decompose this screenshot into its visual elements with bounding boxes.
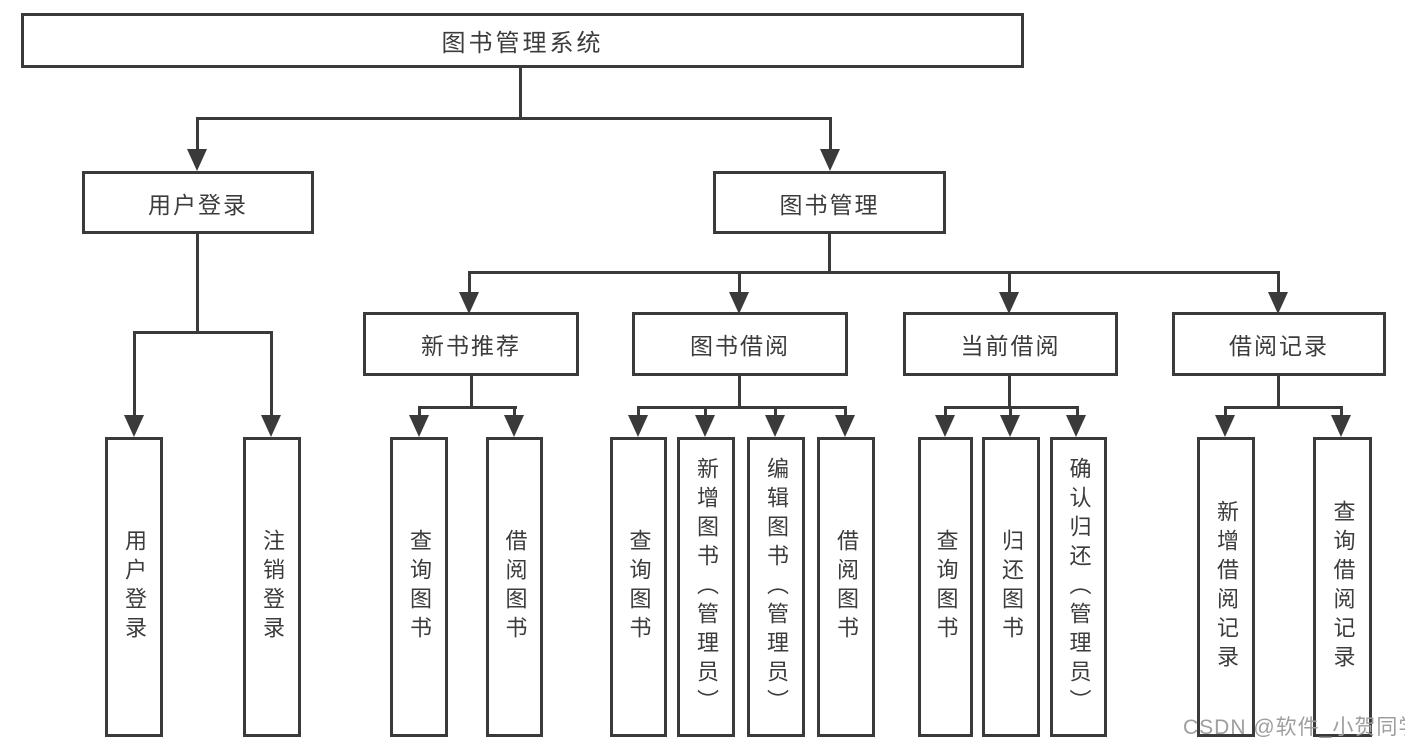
arrow-down-icon	[1215, 415, 1235, 437]
connector-to-logout-leaf	[270, 331, 273, 415]
connector-stub	[1340, 406, 1343, 418]
arrow-down-icon	[628, 415, 648, 437]
leaf-label: 新增借阅记录	[1214, 500, 1239, 674]
node-book-management: 图书管理	[713, 171, 946, 234]
leaf-query-books-recommend: 查询图书	[390, 437, 448, 737]
arrow-down-icon	[459, 292, 479, 314]
arrow-down-icon	[504, 415, 524, 437]
connector-stub	[1009, 406, 1012, 418]
leaf-query-current-books: 查询图书	[918, 437, 973, 737]
leaf-borrow-books: 借阅图书	[817, 437, 875, 737]
arrow-down-icon	[729, 292, 749, 314]
node-user-login: 用户登录	[82, 171, 314, 234]
leaf-borrow-books-recommend: 借阅图书	[486, 437, 543, 737]
connector-book-management-split	[468, 271, 1280, 274]
leaf-label: 查询借阅记录	[1330, 500, 1356, 674]
connector-to-new-book	[468, 271, 471, 294]
connector-to-login-leaf	[133, 331, 136, 415]
leaf-logout: 注销登录	[243, 437, 301, 737]
arrow-down-icon	[935, 415, 955, 437]
connector-to-borrow-records	[1277, 271, 1280, 294]
arrow-down-icon	[409, 415, 429, 437]
arrow-down-icon	[1331, 415, 1351, 437]
connector-new-book-stem	[470, 376, 473, 409]
connector-stub	[844, 406, 847, 418]
arrow-down-icon	[999, 292, 1019, 314]
arrow-down-icon	[261, 415, 281, 437]
connector-root-to-book-management	[829, 117, 832, 152]
connector-book-borrow-split	[637, 406, 847, 409]
leaf-label: 新增图书（管理员）	[694, 456, 719, 718]
connector-root-to-user-login	[196, 117, 199, 152]
connector-to-current-borrow	[1008, 271, 1011, 294]
arrow-down-icon	[124, 415, 144, 437]
connector-stub	[513, 406, 516, 418]
leaf-label: 用户登录	[122, 529, 147, 645]
connector-stub	[704, 406, 707, 418]
node-new-book-recommend: 新书推荐	[363, 312, 579, 376]
connector-stub	[944, 406, 947, 418]
leaf-label: 查询图书	[407, 529, 432, 645]
node-current-borrow: 当前借阅	[903, 312, 1118, 376]
arrow-down-icon	[765, 415, 785, 437]
connector-borrow-records-stem	[1277, 376, 1280, 409]
node-book-borrow: 图书借阅	[632, 312, 848, 376]
arrow-down-icon	[1268, 292, 1288, 314]
arrow-down-icon	[1000, 415, 1020, 437]
connector-root-split	[196, 117, 832, 120]
connector-root-stem	[519, 68, 522, 119]
leaf-return-books: 归还图书	[982, 437, 1040, 737]
leaf-label: 借阅图书	[834, 529, 859, 645]
connector-stub	[1224, 406, 1227, 418]
arrow-down-icon	[835, 415, 855, 437]
leaf-label: 归还图书	[999, 529, 1024, 645]
arrow-down-icon	[187, 149, 207, 171]
connector-user-login-stem	[196, 234, 199, 333]
connector-stub	[1076, 406, 1079, 418]
leaf-query-borrow-record: 查询借阅记录	[1313, 437, 1372, 737]
leaf-label: 注销登录	[260, 529, 285, 645]
connector-current-borrow-stem	[1008, 376, 1011, 409]
connector-stub	[774, 406, 777, 418]
node-borrow-records: 借阅记录	[1172, 312, 1386, 376]
connector-new-book-split	[418, 406, 517, 409]
connector-stub	[418, 406, 421, 418]
connector-to-book-borrow	[738, 271, 741, 294]
csdn-watermark: CSDN @软件_小贺同学	[1183, 716, 1405, 739]
leaf-label: 编辑图书（管理员）	[764, 456, 789, 718]
arrow-down-icon	[1066, 415, 1086, 437]
connector-borrow-records-split	[1224, 406, 1343, 409]
leaf-edit-books-admin: 编辑图书（管理员）	[747, 437, 805, 737]
leaf-user-login: 用户登录	[105, 437, 163, 737]
node-library-management-system: 图书管理系统	[21, 13, 1024, 68]
leaf-add-books-admin: 新增图书（管理员）	[677, 437, 735, 737]
arrow-down-icon	[820, 149, 840, 171]
leaf-label: 确认归还（管理员）	[1066, 456, 1092, 718]
leaf-query-books: 查询图书	[610, 437, 667, 737]
arrow-down-icon	[695, 415, 715, 437]
connector-user-login-split	[133, 331, 273, 334]
connector-book-management-stem	[828, 234, 831, 274]
leaf-label: 查询图书	[933, 529, 959, 645]
connector-stub	[637, 406, 640, 418]
leaf-label: 借阅图书	[502, 529, 528, 645]
leaf-label: 查询图书	[626, 529, 652, 645]
connector-book-borrow-stem	[738, 376, 741, 409]
leaf-add-borrow-record: 新增借阅记录	[1197, 437, 1255, 737]
leaf-confirm-return-admin: 确认归还（管理员）	[1050, 437, 1107, 737]
